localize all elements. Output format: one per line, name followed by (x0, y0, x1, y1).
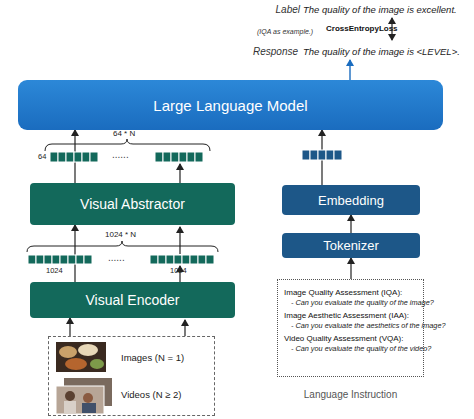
text-label: (IQA as example.) (257, 28, 313, 35)
node-text: Language Instruction (278, 389, 423, 400)
model-box: Large Language Model (18, 80, 443, 130)
flow-arrow (74, 130, 75, 183)
module-box: Visual Encoder (30, 282, 235, 318)
token-group (302, 150, 342, 160)
input-box: Images (N = 1) Videos (N ≥ 2) (48, 336, 215, 416)
node-text: - Can you evaluate the aesthetics of the… (284, 321, 417, 331)
node-text: Large Language Model (153, 97, 307, 114)
text-label: CrossEntropyLoss (326, 24, 398, 33)
text-label: ...... (108, 252, 125, 263)
node-text: Video Quality Assessment (VQA): (284, 333, 417, 344)
node-text: - Can you evaluate the quality of the im… (284, 298, 417, 308)
flow-arrow (350, 215, 351, 233)
image-thumbnail (56, 342, 106, 372)
token-group (50, 152, 203, 162)
module-box: Embedding (282, 185, 420, 215)
node-text: Visual Encoder (86, 292, 180, 308)
text-label: 1024 * N (105, 230, 136, 239)
brace (45, 139, 210, 151)
loss-arrow (391, 18, 392, 40)
text-label: Response (236, 46, 298, 57)
node-text: Images (N = 1) (121, 352, 184, 363)
module-box: Tokenizer (282, 233, 420, 258)
node-text: Tokenizer (323, 238, 379, 253)
text-label: The quality of the image is excellent. (303, 4, 457, 15)
flow-arrow (74, 225, 75, 282)
output-arrow (349, 60, 350, 80)
module-box: Visual Abstractor (30, 183, 235, 225)
text-label: Label (262, 4, 300, 15)
instruction-box: Image Quality Assessment (IQA):- Can you… (277, 279, 424, 377)
node-text: Embedding (318, 193, 384, 208)
node-text: Visual Abstractor (80, 196, 185, 212)
node-text: - Can you evaluate the quality of the vi… (284, 344, 417, 354)
flow-arrow (350, 258, 351, 279)
text-label: ...... (112, 149, 129, 160)
video-thumbnail (56, 378, 112, 414)
text-label: The quality of the image is <LEVEL>. (303, 46, 460, 57)
node-text: Image Aesthetic Assessment (IAA): (284, 310, 417, 321)
flow-arrow (69, 318, 70, 336)
text-label: 64 * N (113, 129, 135, 138)
flow-arrow (321, 130, 322, 185)
brace (27, 241, 218, 252)
text-label: 64 (38, 152, 46, 161)
node-text: Image Quality Assessment (IQA): (284, 287, 417, 298)
flow-arrow (180, 164, 185, 336)
text-label: 1024 (46, 266, 63, 275)
token-group (28, 255, 214, 264)
text-label: 1024 (170, 266, 187, 275)
node-text: Videos (N ≥ 2) (121, 389, 181, 400)
